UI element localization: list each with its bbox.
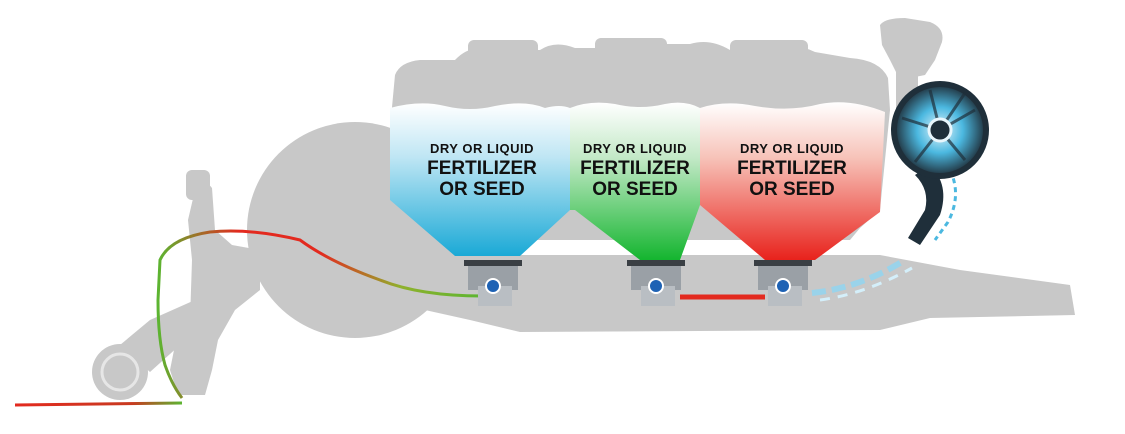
tank-label-line1: DRY OR LIQUID xyxy=(582,141,687,156)
meter-icon xyxy=(754,260,812,306)
tank-label-line1: DRY OR LIQUID xyxy=(429,141,534,156)
tank-label-line3: OR SEED xyxy=(592,179,678,201)
front-wheel-ring xyxy=(100,352,140,392)
front-bar xyxy=(186,170,210,200)
meter-icon xyxy=(464,260,522,306)
front-arm xyxy=(120,300,210,372)
fan-icon xyxy=(891,81,989,245)
tank-label-line1: DRY OR LIQUID xyxy=(739,141,844,156)
fan-tower xyxy=(880,18,943,80)
tank-label-line2: FERTILIZER xyxy=(427,158,537,180)
hatch xyxy=(468,40,538,58)
frame xyxy=(380,255,1075,332)
tank-label-green: DRY OR LIQUID FERTILIZER OR SEED xyxy=(555,141,715,201)
front-hitch xyxy=(170,183,260,395)
tank-label-line3: OR SEED xyxy=(749,179,835,201)
hose-main xyxy=(156,229,483,399)
hatch xyxy=(730,40,808,58)
tank-red xyxy=(700,102,885,260)
tank-label-line2: FERTILIZER xyxy=(580,158,690,180)
hatch xyxy=(595,38,667,56)
tank-label-red: DRY OR LIQUID FERTILIZER OR SEED xyxy=(712,141,872,201)
tank-blue xyxy=(390,103,570,256)
air-stream xyxy=(811,257,907,296)
tank-label-blue: DRY OR LIQUID FERTILIZER OR SEED xyxy=(402,141,562,201)
tank-label-line3: OR SEED xyxy=(439,179,525,201)
tank-label-line2: FERTILIZER xyxy=(737,158,847,180)
tank-green xyxy=(570,102,700,261)
air-stream-2 xyxy=(819,266,913,302)
meter-icon xyxy=(627,260,685,306)
hose-ground xyxy=(14,401,183,407)
front-wheel xyxy=(92,344,148,400)
